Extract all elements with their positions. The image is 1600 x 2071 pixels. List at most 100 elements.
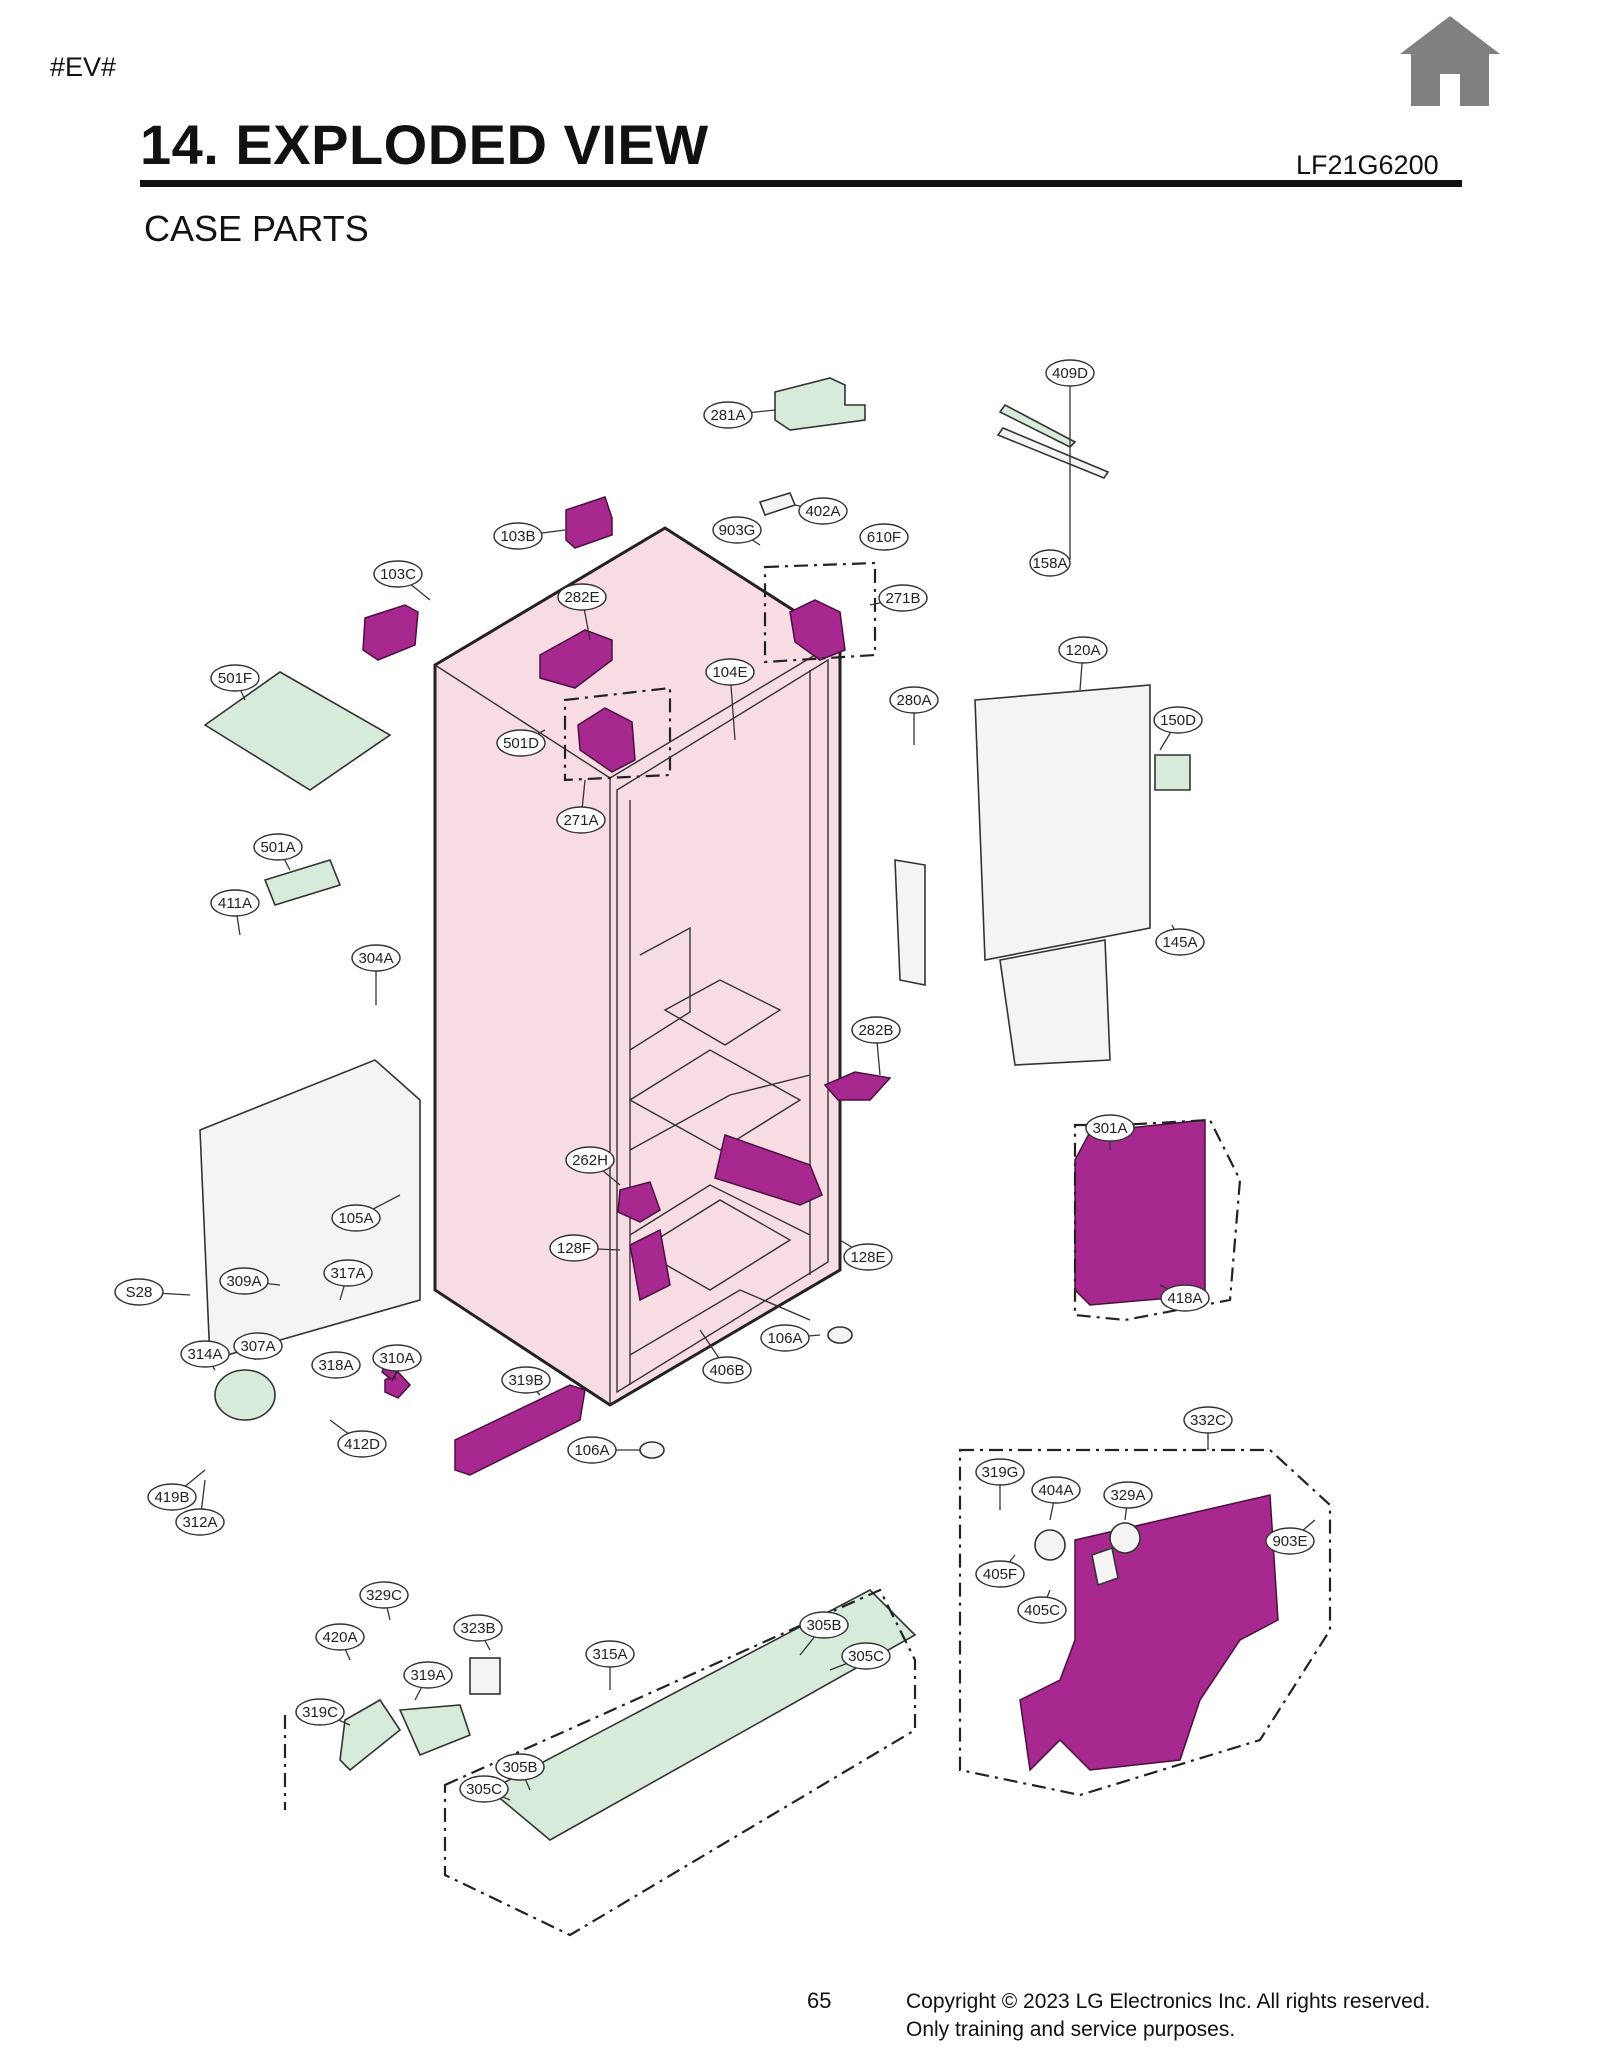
callout-314a: 314A xyxy=(180,1340,230,1371)
callout-oval xyxy=(841,1642,891,1670)
callout-oval xyxy=(878,584,928,612)
callout-oval xyxy=(351,944,401,972)
page-title: 14. EXPLODED VIEW xyxy=(140,113,709,176)
callout-903g: 903G xyxy=(712,516,762,546)
callout-158a: 158A xyxy=(1029,549,1071,577)
callout-text: 420A xyxy=(322,1629,357,1646)
callout-text: 419B xyxy=(154,1489,189,1506)
callout-oval xyxy=(1155,928,1205,956)
callout-oval xyxy=(975,1458,1025,1486)
callout-text: 128F xyxy=(557,1240,591,1257)
callout-oval xyxy=(253,833,303,861)
callout-text: 158A xyxy=(1032,555,1067,572)
callout-text: 282B xyxy=(858,1022,893,1039)
callout-103c: 103C xyxy=(373,560,431,601)
callout-oval xyxy=(565,1146,615,1174)
callout-oval xyxy=(1160,1284,1210,1312)
callout-oval xyxy=(702,1356,752,1384)
callout-305c: 305C xyxy=(459,1775,511,1803)
callout-oval xyxy=(705,658,755,686)
section-subtitle: CASE PARTS xyxy=(144,208,369,249)
callout-text: 903G xyxy=(719,522,756,539)
home-icon[interactable] xyxy=(1400,16,1500,106)
callout-271a: 271A xyxy=(556,779,606,834)
callout-oval xyxy=(975,1560,1025,1588)
callout-text: 309A xyxy=(226,1273,261,1290)
copyright-line-1: Copyright © 2023 LG Electronics Inc. All… xyxy=(906,1990,1431,2013)
callout-oval xyxy=(1017,1596,1067,1624)
callout-501f: 501F xyxy=(210,664,260,701)
callout-409d: 409D xyxy=(1045,359,1095,560)
callout-oval xyxy=(889,686,939,714)
callout-text: 405F xyxy=(983,1566,1017,1583)
callout-oval xyxy=(557,583,607,611)
callout-oval xyxy=(323,1259,373,1287)
callout-text: 280A xyxy=(896,692,931,709)
callout-text: 305C xyxy=(466,1781,502,1798)
callout-oval xyxy=(859,523,909,551)
callout-oval xyxy=(453,1614,503,1642)
callout-text: 106A xyxy=(574,1442,609,1459)
callout-404a: 404A xyxy=(1031,1476,1081,1521)
callout-oval xyxy=(337,1430,387,1458)
model-number: LF21G6200 xyxy=(1296,150,1439,180)
callout-oval xyxy=(373,560,423,588)
callout-319a: 319A xyxy=(403,1661,453,1701)
callout-282e: 282E xyxy=(557,583,607,641)
callout-412d: 412D xyxy=(329,1419,387,1458)
callout-oval xyxy=(567,1436,617,1464)
callout-text: 315A xyxy=(592,1646,627,1663)
callout-323b: 323B xyxy=(453,1614,503,1651)
page-number: 65 xyxy=(807,1988,832,2013)
callout-text: 317A xyxy=(330,1265,365,1282)
callout-271b: 271B xyxy=(869,584,928,612)
callout-text: 319C xyxy=(302,1704,338,1721)
callout-text: 404A xyxy=(1038,1482,1073,1499)
callout-oval xyxy=(1031,1476,1081,1504)
callout-319c: 319C xyxy=(295,1698,351,1726)
callout-317a: 317A xyxy=(323,1259,373,1301)
callout-oval xyxy=(114,1278,164,1306)
callout-text: 903E xyxy=(1272,1533,1307,1550)
copyright-notice: Copyright © 2023 LG Electronics Inc. All… xyxy=(906,1988,1430,2044)
callout-281a: 281A xyxy=(703,401,776,429)
callout-128f: 128F xyxy=(549,1234,621,1262)
callout-text: 305C xyxy=(848,1648,884,1665)
callout-oval xyxy=(210,889,260,917)
copyright-line-2: Only training and service purposes. xyxy=(906,2018,1236,2041)
callout-105a: 105A xyxy=(331,1194,401,1232)
callout-301a: 301A xyxy=(1085,1114,1135,1150)
callout-120a: 120A xyxy=(1058,636,1108,691)
callout-315a: 315A xyxy=(585,1640,635,1690)
callout-oval xyxy=(493,522,543,550)
callout-text: 301A xyxy=(1092,1120,1127,1137)
callout-310a: 310A xyxy=(372,1344,422,1381)
callout-oval xyxy=(703,401,753,429)
callout-oval xyxy=(233,1332,283,1360)
callout-text: 412D xyxy=(344,1436,380,1453)
callout-text: 105A xyxy=(338,1210,373,1227)
callout-oval xyxy=(219,1267,269,1295)
callout-307a: 307A xyxy=(233,1332,283,1361)
callout-text: 501D xyxy=(503,735,539,752)
callout-text: 103C xyxy=(380,566,416,583)
callout-text: S28 xyxy=(126,1284,153,1301)
callout-text: 281A xyxy=(710,407,745,424)
callout-329c: 329C xyxy=(359,1581,409,1621)
callout-329a: 329A xyxy=(1103,1481,1153,1521)
title-rule xyxy=(140,180,1462,187)
callout-oval xyxy=(760,1324,810,1352)
callout-text: 411A xyxy=(218,895,252,912)
callout-oval xyxy=(851,1016,901,1044)
callout-oval xyxy=(1085,1114,1135,1142)
callout-501a: 501A xyxy=(253,833,303,871)
callout-oval xyxy=(799,1611,849,1639)
callout-text: 103B xyxy=(500,528,535,545)
callout-145a: 145A xyxy=(1155,924,1205,956)
callout-oval xyxy=(496,729,546,757)
callout-oval xyxy=(147,1483,197,1511)
callout-text: 405C xyxy=(1024,1602,1060,1619)
callout-oval xyxy=(585,1640,635,1668)
callout-406b: 406B xyxy=(699,1329,752,1384)
